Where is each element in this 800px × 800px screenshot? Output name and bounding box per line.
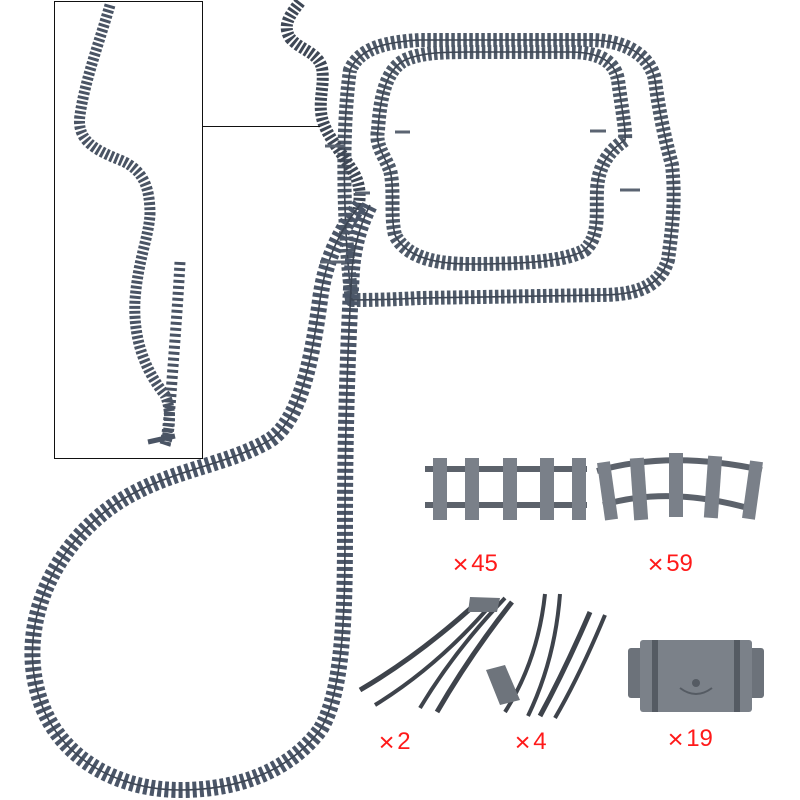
squiggle-lead-track — [280, 0, 366, 212]
count-value: 59 — [666, 550, 693, 577]
inset-detail-track — [74, 3, 186, 447]
times-icon: × — [647, 549, 664, 579]
count-flex-segment: × 19 — [668, 725, 713, 753]
switch-levers — [320, 129, 640, 264]
times-icon: × — [514, 727, 531, 757]
count-value: 45 — [471, 550, 498, 577]
part-straight-track — [425, 458, 587, 520]
part-switch-left — [358, 596, 514, 714]
part-curved-track — [596, 453, 763, 521]
inner-loop-track — [370, 45, 633, 271]
times-icon: × — [667, 724, 684, 754]
outer-loop-track — [337, 33, 681, 307]
count-switch-right: × 4 — [515, 728, 547, 756]
main-layout — [24, 0, 681, 798]
descending-track-left — [24, 200, 378, 798]
times-icon: × — [452, 549, 469, 579]
count-curved-track: × 59 — [648, 550, 693, 578]
count-straight-track: × 45 — [453, 550, 498, 578]
count-value: 4 — [533, 728, 547, 755]
count-switch-left: × 2 — [379, 728, 411, 756]
callout-connector-line — [203, 126, 320, 127]
count-value: 2 — [397, 728, 411, 755]
count-value: 19 — [686, 725, 713, 752]
part-flex-segment — [628, 640, 764, 712]
inset-detail-frame — [54, 1, 203, 459]
part-switch-right — [486, 593, 607, 720]
times-icon: × — [378, 727, 395, 757]
